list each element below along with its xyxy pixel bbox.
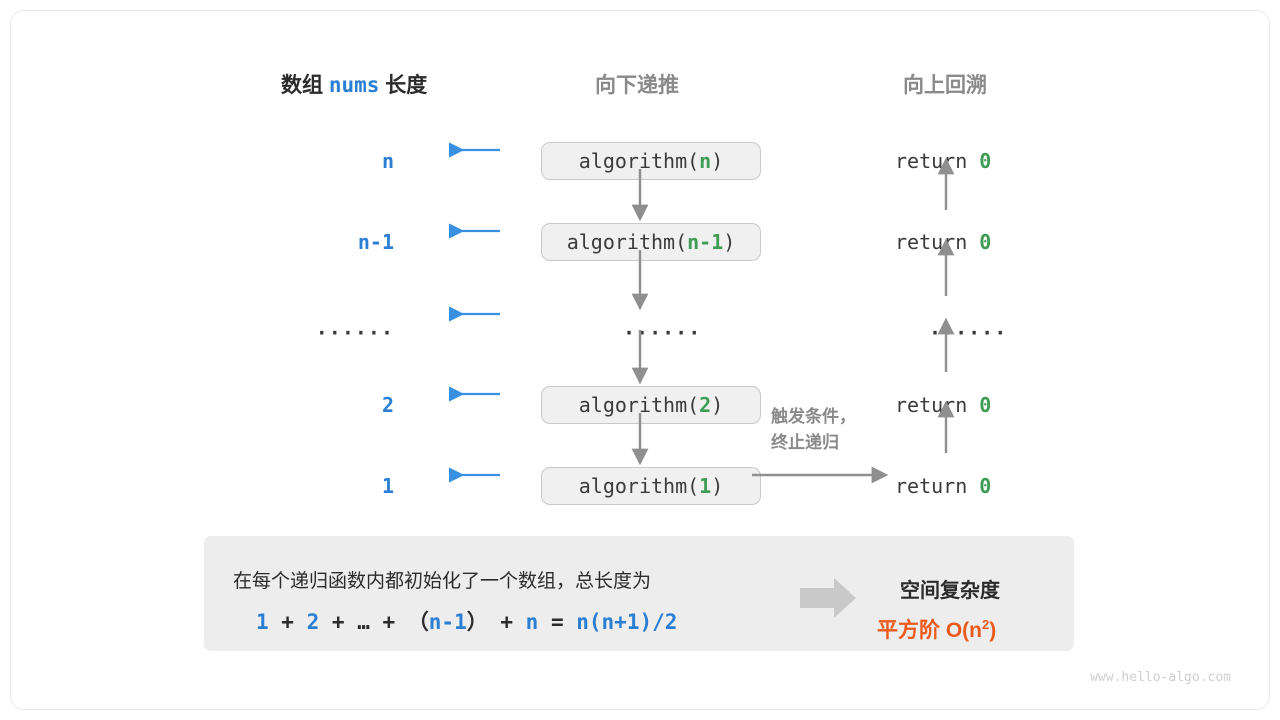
note-line-2: 终止递归 bbox=[771, 433, 839, 452]
call-arg: n-1 bbox=[687, 230, 724, 254]
formula-term-6: n(n+1)/2 bbox=[576, 610, 678, 634]
call-suffix: ) bbox=[723, 230, 736, 254]
return-value: 0 bbox=[979, 393, 992, 417]
summary-formula: 1 + 2 + … + （n-1） + n = n(n+1)/2 bbox=[256, 606, 677, 636]
header-left-prefix: 数组 bbox=[281, 74, 323, 97]
note-line-1: 触发条件， bbox=[771, 407, 856, 426]
return-text-row-3: return 0 bbox=[895, 393, 991, 417]
return-text-row-1: return 0 bbox=[895, 230, 991, 254]
call-prefix: algorithm( bbox=[578, 474, 700, 498]
formula-op-1: + bbox=[268, 610, 307, 634]
header-left-mono: nums bbox=[328, 73, 380, 97]
diagram-card: 数组 nums 长度 向下递推 向上回溯 n n-1 ······ 2 1 al… bbox=[10, 10, 1270, 710]
formula-op-2: + bbox=[319, 610, 358, 634]
column-header-array-length: 数组 nums 长度 bbox=[281, 69, 427, 99]
watermark: www.hello-algo.com bbox=[1090, 670, 1231, 685]
formula-term-4: n-1 bbox=[428, 610, 467, 634]
return-keyword: return bbox=[895, 149, 980, 173]
left-label-row-1: n-1 bbox=[357, 230, 394, 254]
call-box-row-0[interactable]: algorithm(n) bbox=[541, 142, 761, 180]
left-label-row-3: 2 bbox=[381, 393, 394, 417]
call-box-row-1[interactable]: algorithm(n-1) bbox=[541, 223, 761, 261]
formula-op-3: + （ bbox=[369, 610, 429, 634]
call-box-row-4[interactable]: algorithm(1) bbox=[541, 467, 761, 505]
return-keyword: return bbox=[895, 393, 980, 417]
formula-op-5: = bbox=[538, 610, 577, 634]
call-suffix: ) bbox=[711, 474, 724, 498]
result-value-main: 平方阶 O(n bbox=[877, 619, 982, 642]
formula-term-5: n bbox=[525, 610, 539, 634]
column-header-return-up: 向上回溯 bbox=[903, 74, 987, 97]
summary-description: 在每个递归函数内都初始化了一个数组，总长度为 bbox=[233, 571, 652, 592]
column-header-recurse-down: 向下递推 bbox=[595, 74, 679, 97]
return-text-row-2-ellipsis: ······ bbox=[929, 321, 1008, 345]
return-text-row-4: return 0 bbox=[895, 474, 991, 498]
summary-panel bbox=[204, 536, 1074, 651]
note-trigger-condition: 触发条件， 终止递归 bbox=[771, 404, 856, 456]
formula-term-2: 2 bbox=[306, 610, 320, 634]
return-text-row-0: return 0 bbox=[895, 149, 991, 173]
result-exponent: 2 bbox=[982, 617, 990, 632]
header-left-suffix: 长度 bbox=[385, 74, 428, 97]
return-keyword: return bbox=[895, 474, 980, 498]
return-keyword: return bbox=[895, 230, 980, 254]
result-title: 空间复杂度 bbox=[900, 580, 1000, 602]
left-label-row-2: ······ bbox=[315, 321, 394, 345]
call-arg: n bbox=[699, 149, 712, 173]
left-label-row-0: n bbox=[381, 149, 394, 173]
call-box-row-3[interactable]: algorithm(2) bbox=[541, 386, 761, 424]
call-box-row-2-ellipsis: ······ bbox=[623, 321, 702, 345]
call-suffix: ) bbox=[711, 149, 724, 173]
return-value: 0 bbox=[979, 230, 992, 254]
call-arg: 1 bbox=[699, 474, 712, 498]
call-prefix: algorithm( bbox=[578, 149, 700, 173]
call-prefix: algorithm( bbox=[566, 230, 688, 254]
return-value: 0 bbox=[979, 149, 992, 173]
formula-term-3: … bbox=[357, 610, 370, 634]
return-value: 0 bbox=[979, 474, 992, 498]
formula-term-1: 1 bbox=[256, 610, 269, 634]
formula-op-4: ） + bbox=[466, 610, 526, 634]
result-value: 平方阶 O(n2) bbox=[877, 614, 996, 644]
call-arg: 2 bbox=[699, 393, 712, 417]
left-label-row-4: 1 bbox=[381, 474, 394, 498]
result-value-tail: ) bbox=[989, 619, 997, 642]
call-suffix: ) bbox=[711, 393, 724, 417]
call-prefix: algorithm( bbox=[578, 393, 700, 417]
